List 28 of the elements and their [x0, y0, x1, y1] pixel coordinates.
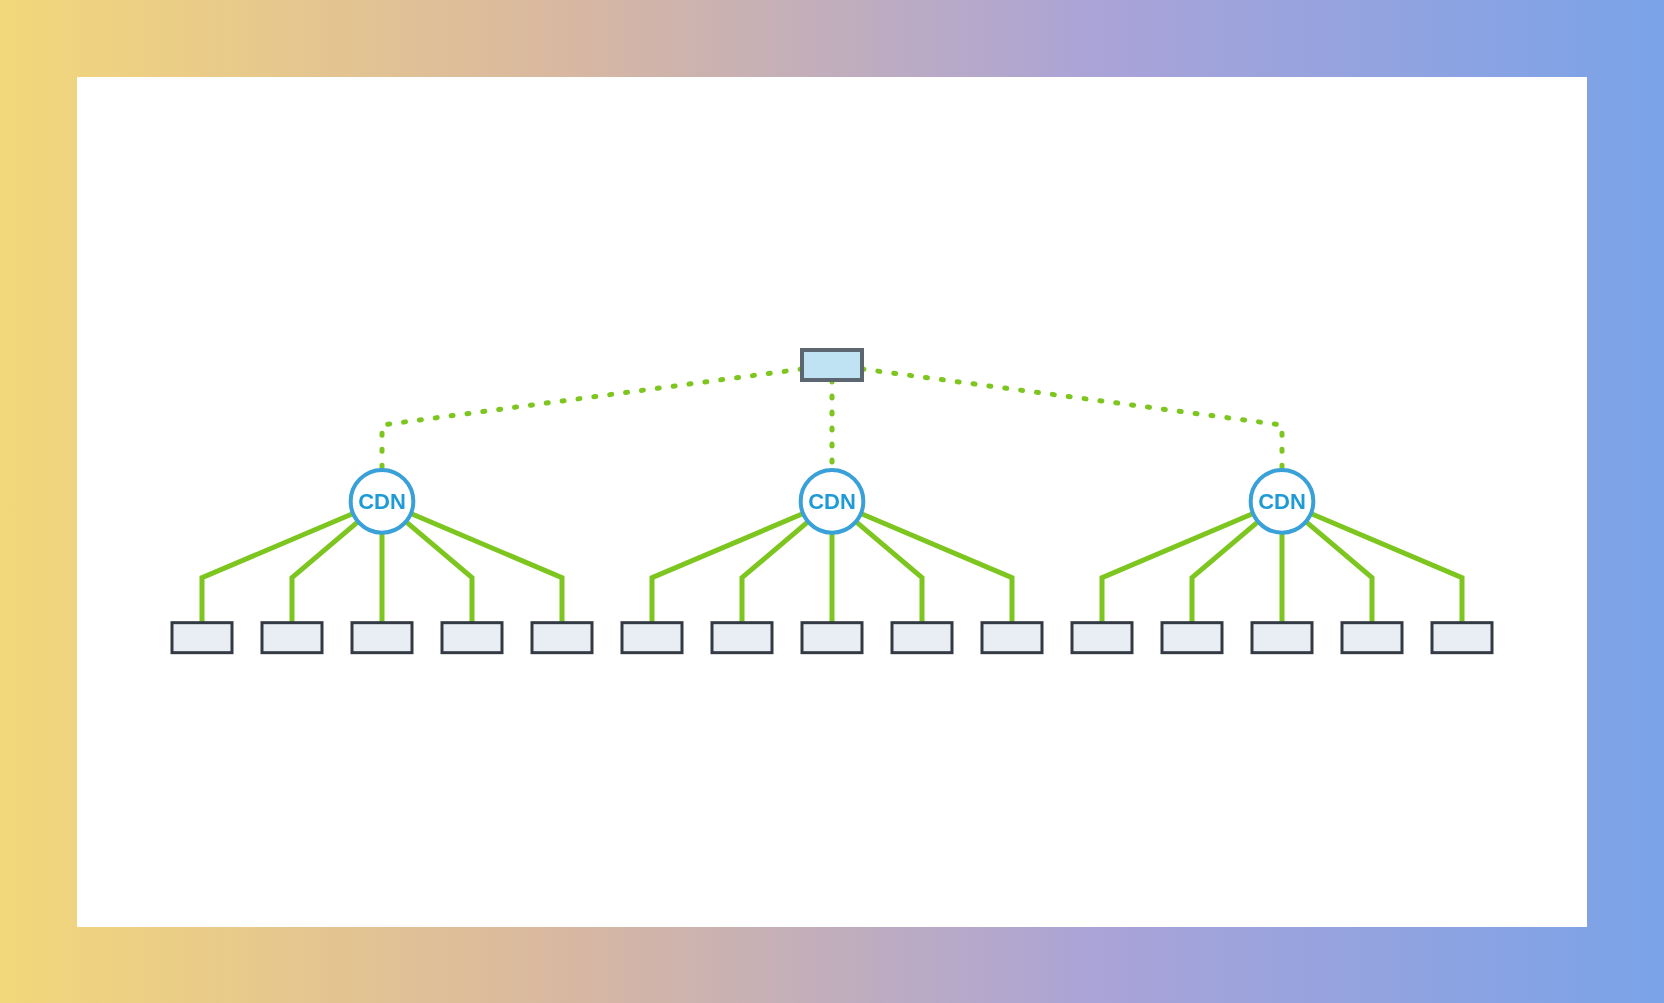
node-box — [800, 621, 864, 655]
connector — [404, 519, 475, 623]
node-box — [620, 621, 684, 655]
connector — [829, 532, 835, 623]
node-box — [1340, 621, 1404, 655]
connector — [1279, 532, 1285, 623]
node-box — [980, 621, 1044, 655]
connector — [1189, 519, 1260, 623]
node-box — [800, 348, 864, 383]
node-circle: CDN — [798, 468, 866, 535]
node-box — [350, 621, 414, 655]
node-box — [1430, 621, 1494, 655]
node-box — [710, 621, 774, 655]
node-box — [1070, 621, 1134, 655]
connector — [854, 519, 925, 623]
connector — [379, 532, 385, 623]
connector — [289, 519, 360, 623]
node-box — [890, 621, 954, 655]
node-box — [170, 621, 234, 655]
node-box — [440, 621, 504, 655]
node-circle: CDN — [1248, 468, 1316, 535]
node-box — [530, 621, 594, 655]
node-box — [260, 621, 324, 655]
node-box — [1160, 621, 1224, 655]
node-circle: CDN — [348, 468, 416, 535]
node-box — [1250, 621, 1314, 655]
connector — [1304, 519, 1375, 623]
connector — [739, 519, 810, 623]
